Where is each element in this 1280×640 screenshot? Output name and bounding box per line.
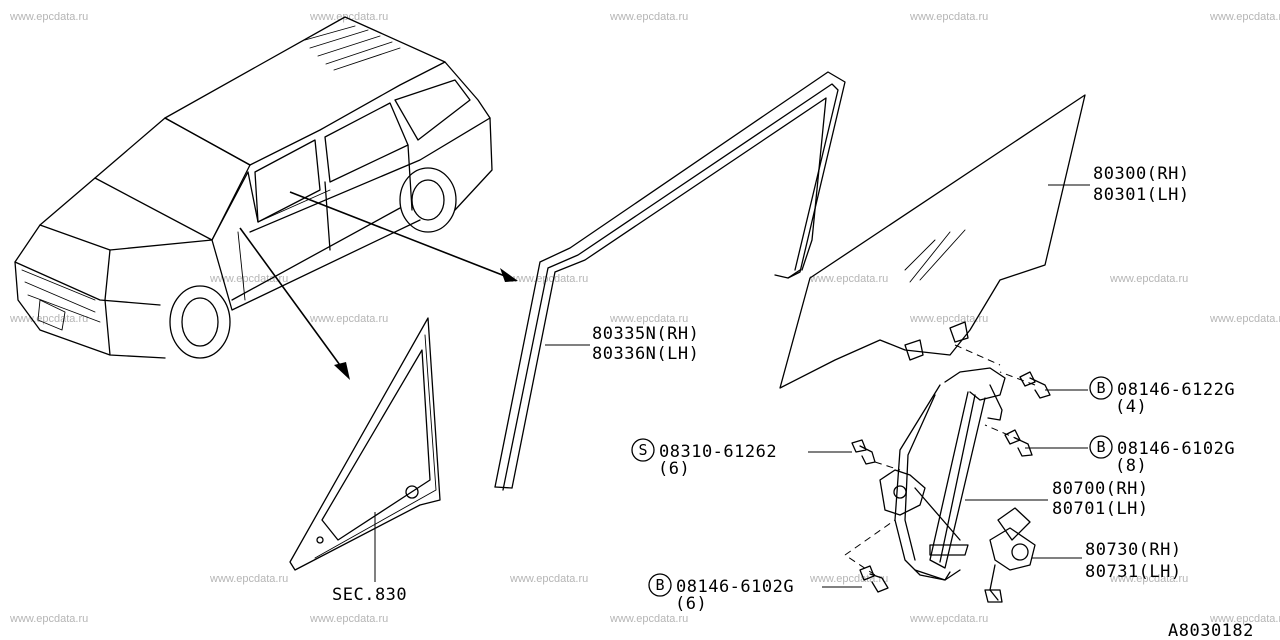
screw-type-s-icon	[631, 438, 655, 462]
label-glass-lh: 80301(LH)	[1093, 185, 1190, 205]
watermark: www.epcdata.ru	[509, 273, 588, 285]
screw-symbol: S	[638, 441, 647, 459]
watermark: www.epcdata.ru	[909, 11, 988, 23]
watermark: www.epcdata.ru	[309, 11, 388, 23]
watermark: www.epcdata.ru	[909, 313, 988, 325]
watermark: www.epcdata.ru	[1109, 273, 1188, 285]
bolt-type-b-icon	[1089, 435, 1113, 459]
door-glass	[779, 94, 1086, 389]
watermark: www.epcdata.ru	[209, 573, 288, 585]
bolt-type-b-icon	[648, 573, 672, 597]
bolt-icon	[1019, 371, 1051, 399]
label-screw-part: 08310-61262	[659, 442, 777, 462]
watermark: www.epcdata.ru	[1109, 573, 1188, 585]
callout-arrows	[239, 191, 518, 380]
watermark: www.epcdata.ru	[609, 11, 688, 23]
arrow-head-icon	[334, 362, 350, 380]
watermark: www.epcdata.ru	[809, 573, 888, 585]
bolt-icon	[851, 439, 876, 465]
label-bolt-part: 08146-6102G	[1117, 439, 1235, 459]
watermark: www.epcdata.ru	[609, 313, 688, 325]
bolt-icon	[859, 565, 889, 593]
label-sash-rh: 80335N(RH)	[592, 324, 699, 344]
watermark: www.epcdata.ru	[9, 613, 88, 625]
watermark: www.epcdata.ru	[9, 313, 88, 325]
label-bolt-qty: (8)	[1115, 456, 1147, 476]
drawing-id: A8030182	[1168, 621, 1254, 640]
window-regulator	[879, 367, 1006, 581]
bolt-type-b-icon	[1089, 376, 1113, 400]
bolt-symbol: B	[655, 576, 664, 594]
label-regulator-rh: 80700(RH)	[1052, 479, 1149, 499]
watermark: www.epcdata.ru	[509, 573, 588, 585]
door-sash	[494, 71, 846, 491]
watermark: www.epcdata.ru	[609, 613, 688, 625]
label-bolt-part: 08146-6102G	[676, 577, 794, 597]
label-bolt-qty: (4)	[1115, 397, 1147, 417]
label-motor-lh: 80731(LH)	[1085, 562, 1182, 582]
fastener-icons	[851, 371, 1051, 593]
watermark: www.epcdata.ru	[1209, 313, 1280, 325]
watermark: www.epcdata.ru	[9, 11, 88, 23]
vehicle-illustration	[14, 16, 493, 359]
label-regulator-lh: 80701(LH)	[1052, 499, 1149, 519]
part-labels: 80300(RH) 80301(LH) 80335N(RH) 80336N(LH…	[332, 164, 1254, 640]
watermark: www.epcdata.ru	[309, 313, 388, 325]
leader-lines	[374, 184, 1090, 588]
label-section-ref: SEC.830	[332, 585, 407, 605]
label-motor-rh: 80730(RH)	[1085, 540, 1182, 560]
label-screw-qty: (6)	[658, 459, 690, 479]
label-bolt-qty: (6)	[675, 594, 707, 614]
bolt-symbol: B	[1096, 379, 1105, 397]
watermark: www.epcdata.ru	[909, 613, 988, 625]
watermark: www.epcdata.ru	[209, 273, 288, 285]
watermark-layer: www.epcdata.ru www.epcdata.ru www.epcdat…	[9, 11, 1280, 625]
regulator-motor	[984, 507, 1036, 603]
corner-window-glass	[289, 317, 441, 571]
bolt-symbol: B	[1096, 438, 1105, 456]
label-sash-lh: 80336N(LH)	[592, 344, 699, 364]
assembly-guides	[844, 344, 1036, 576]
label-bolt-part: 08146-6122G	[1117, 380, 1235, 400]
watermark: www.epcdata.ru	[309, 613, 388, 625]
arrow-head-icon	[500, 268, 518, 282]
watermark: www.epcdata.ru	[1209, 11, 1280, 23]
watermark: www.epcdata.ru	[1209, 613, 1280, 625]
watermark: www.epcdata.ru	[809, 273, 888, 285]
label-glass-rh: 80300(RH)	[1093, 164, 1190, 184]
bolt-icon	[1004, 429, 1033, 457]
